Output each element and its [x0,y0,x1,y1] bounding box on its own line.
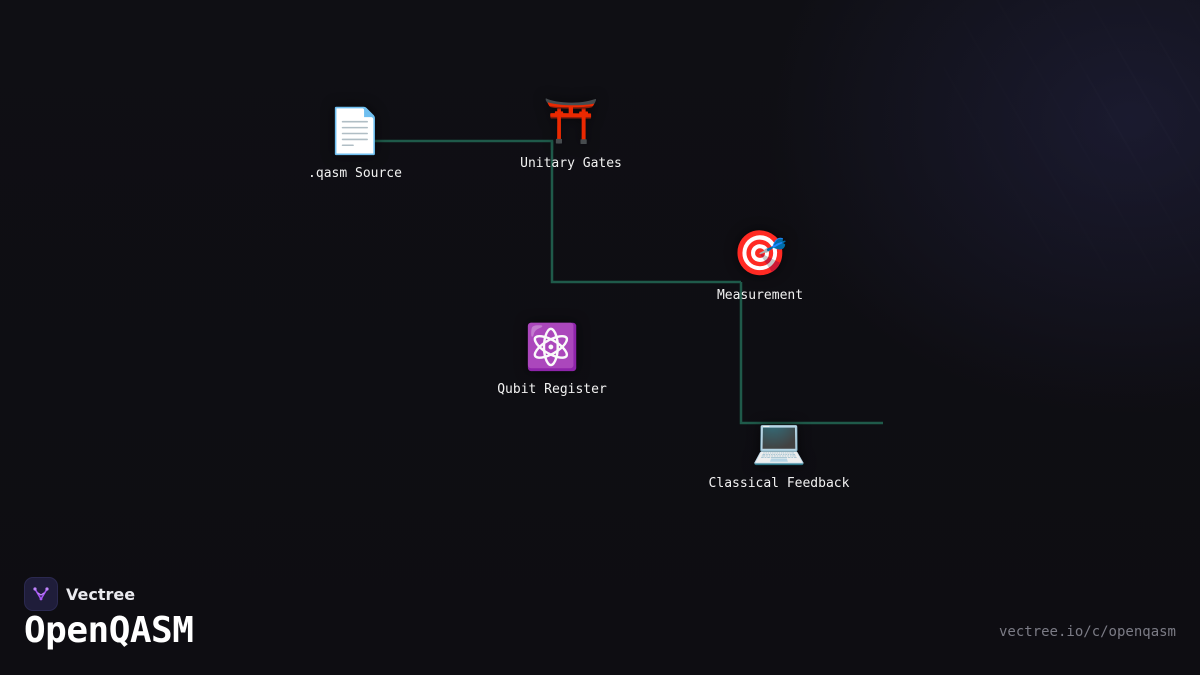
node-label: Unitary Gates [520,156,622,171]
node-label: Qubit Register [497,382,607,397]
gate-icon: ⛩️ [543,96,599,147]
vectree-logo-icon [24,577,58,611]
laptop-icon: 💻 [751,416,807,467]
document-icon: 📄 [327,106,383,157]
edge-measurement-to-classical-feedback [739,282,883,425]
target-icon: 🎯 [732,228,788,279]
page-title: OpenQASM [24,610,194,651]
node-qasm-source[interactable]: 📄 .qasm Source [308,106,402,181]
node-label: Measurement [716,288,804,303]
edge-unitary-gates-to-measurement [550,141,741,284]
node-classical-feedback[interactable]: 💻 Classical Feedback [709,416,850,491]
brand[interactable]: Vectree [24,577,135,611]
page-url[interactable]: vectree.io/c/openqasm [998,624,1176,640]
brand-name: Vectree [66,584,136,604]
node-unitary-gates[interactable]: ⛩️ Unitary Gates [520,96,622,171]
node-measurement[interactable]: 🎯 Measurement [717,228,803,303]
atom-icon: ⚛️ [524,322,580,373]
node-qubit-register[interactable]: ⚛️ Qubit Register [497,322,607,397]
node-label: .qasm Source [308,166,402,181]
node-label: Classical Feedback [708,476,850,491]
